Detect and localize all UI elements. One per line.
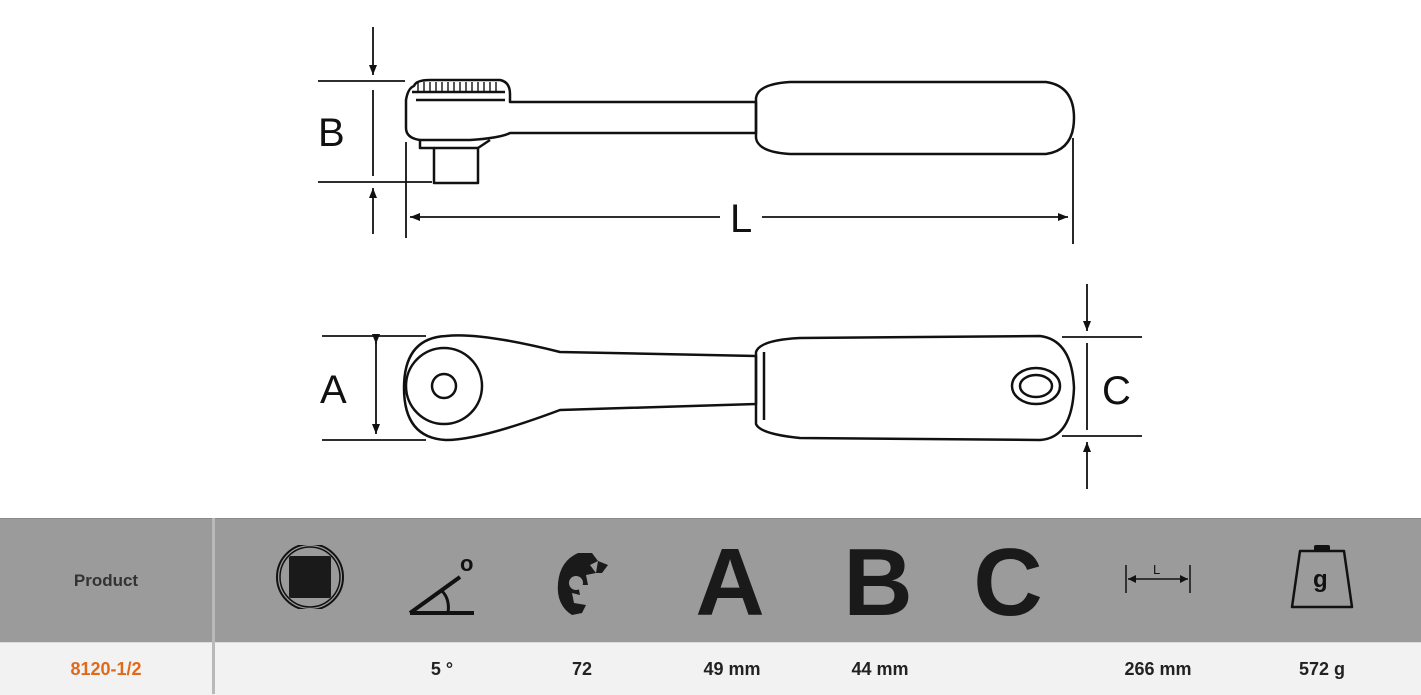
- technical-drawing: B L A C: [318, 27, 1142, 489]
- weight-icon: g: [1290, 545, 1354, 609]
- angle-value: 5 °: [430, 658, 454, 679]
- dimension-c: [1062, 284, 1142, 489]
- product-column-header: Product: [73, 571, 139, 590]
- dimension-a: [322, 334, 426, 441]
- dimension-c-label: C: [1102, 369, 1131, 413]
- length-value: 266 mm: [1124, 658, 1192, 679]
- ratchet-top-view: [402, 334, 1076, 442]
- ratchet-angle-icon: o: [408, 551, 474, 615]
- weight-icon-label: g: [1313, 566, 1328, 593]
- gear-teeth-icon: [557, 553, 608, 615]
- square-drive-icon: [276, 545, 344, 609]
- dimension-b-label: B: [318, 111, 345, 155]
- dimension-l-label: L: [730, 197, 752, 241]
- spec-table: Product o A B C L: [0, 518, 1421, 695]
- length-icon: L: [1125, 562, 1191, 593]
- header-letter-a: A: [695, 529, 765, 636]
- angle-degree-symbol: o: [460, 551, 473, 576]
- dimension-a-label: A: [320, 368, 347, 412]
- length-icon-label: L: [1153, 562, 1160, 577]
- header-letter-c: C: [973, 529, 1043, 636]
- column-divider: [212, 518, 215, 694]
- dimension-b-value: 44 mm: [851, 658, 909, 679]
- header-letter-b: B: [843, 529, 913, 636]
- dimension-a-value: 49 mm: [703, 658, 761, 679]
- teeth-value: 72: [571, 658, 593, 679]
- table-header-row: Product o A B C L: [0, 518, 1421, 643]
- ratchet-side-view: [404, 78, 1076, 185]
- product-code[interactable]: 8120-1/2: [70, 658, 142, 679]
- dimension-b: [318, 27, 432, 234]
- dimension-c-value: [958, 643, 1058, 695]
- drive-value: [270, 643, 350, 695]
- table-row: 8120-1/2 5 ° 72 49 mm 44 mm 266 mm 572 g: [0, 642, 1421, 695]
- weight-value: 572 g: [1298, 658, 1346, 679]
- dimension-l: [405, 138, 1074, 244]
